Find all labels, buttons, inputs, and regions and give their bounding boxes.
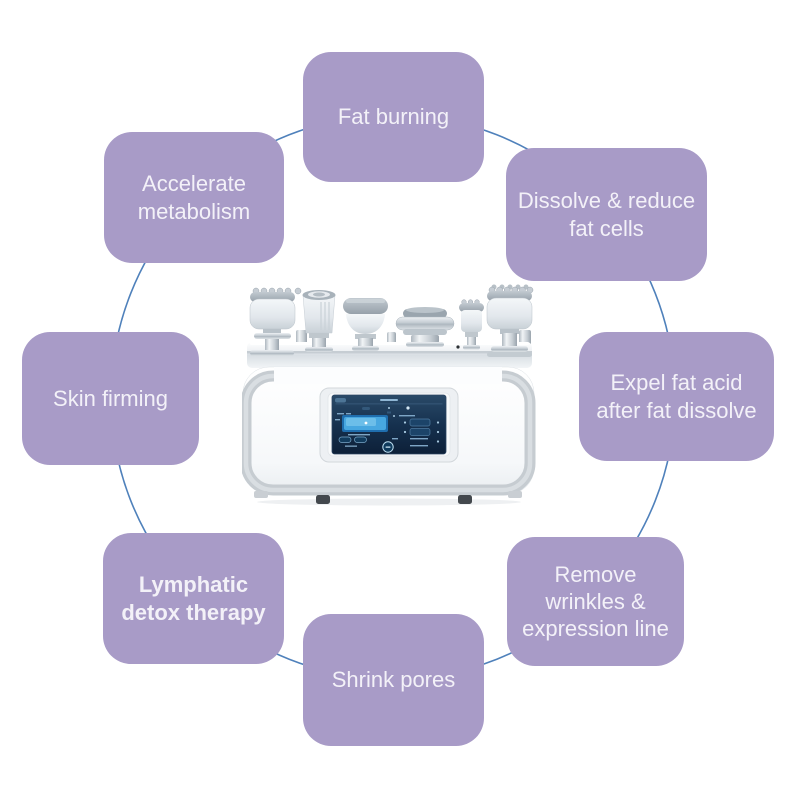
node-skin-firming: Skin firming <box>22 332 199 465</box>
node-fat-burning: Fat burning <box>303 52 484 182</box>
node-lymphatic-detox-therapy: Lymphatic detox therapy <box>103 533 284 664</box>
handpiece-dome <box>343 298 388 351</box>
node-accelerate-metabolism: Accelerate metabolism <box>104 132 284 263</box>
node-label: Remove wrinkles & expression line <box>522 561 669 642</box>
node-label: Skin firming <box>53 385 168 411</box>
handpiece-ribbed-cylinder <box>302 290 336 352</box>
node-dissolve-reduce-fat-cells: Dissolve & reduce fat cells <box>506 148 707 281</box>
handpiece-octopolar-rf-right <box>486 284 534 357</box>
node-label: Dissolve & reduce fat cells <box>517 188 696 241</box>
node-label: Fat burning <box>337 104 450 130</box>
node-label: Lymphatic detox therapy <box>121 572 266 625</box>
machine-shadow <box>257 498 521 506</box>
machine-feet <box>254 491 522 504</box>
node-expel-fat-acid: Expel fat acid after fat dissolve <box>579 332 774 461</box>
handpiece-octopolar-rf-left <box>249 287 302 356</box>
handpiece-cavitation-80k <box>395 307 455 347</box>
node-label: Accelerate metabolism <box>137 171 251 224</box>
node-remove-wrinkles: Remove wrinkles & expression line <box>507 537 684 666</box>
slimming-machine-illustration <box>240 284 536 506</box>
node-shrink-pores: Shrink pores <box>303 614 484 746</box>
indicator-dot <box>456 345 460 349</box>
handpiece-small-probe <box>459 299 484 350</box>
node-label: Shrink pores <box>331 667 456 693</box>
node-label: Expel fat acid after fat dissolve <box>596 370 757 423</box>
screen-ui-elements <box>335 398 443 453</box>
touchscreen[interactable] <box>319 387 459 463</box>
slimming-machine-image <box>240 272 542 506</box>
